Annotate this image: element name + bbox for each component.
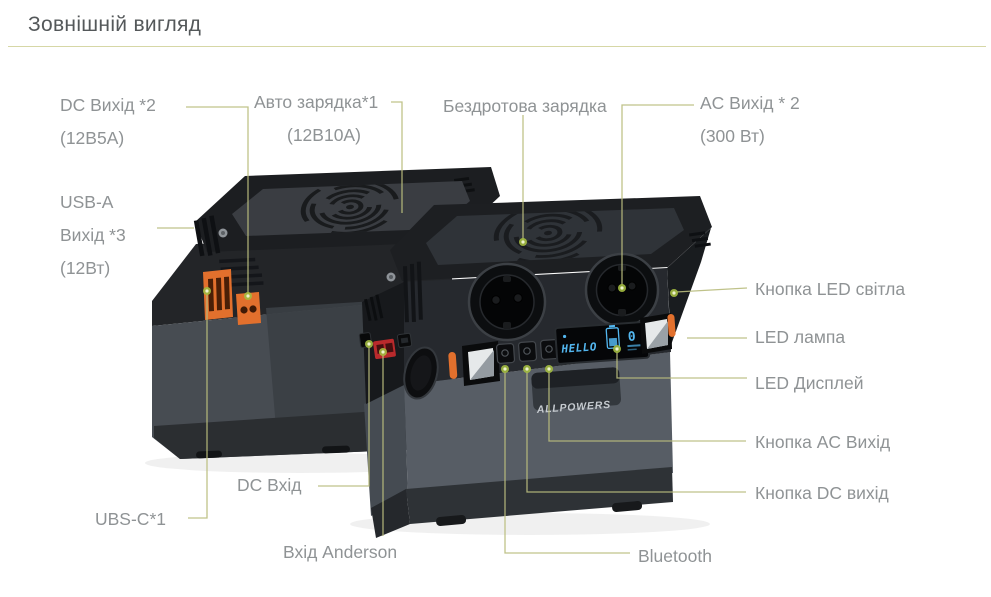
callout-dot [379, 348, 387, 356]
label-car-charge: Авто зарядка*1 (12В10А) [254, 92, 379, 145]
label-bluetooth: Bluetooth [638, 546, 712, 566]
led-lamp-left [462, 341, 500, 386]
led-light-button [667, 313, 676, 337]
brand-logo: ALLPOWERS [535, 399, 611, 416]
label-led-display: LED Дисплей [755, 373, 864, 393]
led-lamp-right [640, 313, 672, 354]
car-port-cap [403, 346, 439, 400]
callout-dot [613, 345, 621, 353]
control-buttons [495, 338, 560, 364]
callout-dot [618, 284, 626, 292]
label-dc-output: DC Вихід *2 (12В5А) [60, 95, 156, 148]
handle-recess [531, 367, 622, 411]
wireless-swirl-back-icon [300, 181, 400, 235]
ac-outlet-left [467, 262, 547, 342]
callout-dot [244, 292, 252, 300]
callout-dots [203, 238, 678, 373]
label-ac-button: Кнопка AC Вихід [755, 432, 891, 452]
title-divider [8, 46, 986, 47]
label-dc-input: DC Вхід [237, 475, 302, 495]
callout-dot [670, 289, 678, 297]
label-usb-c: UBS-C*1 [95, 509, 166, 529]
callout-lines [157, 101, 748, 554]
callout-dot [545, 365, 553, 373]
vent-slats-front-side [364, 294, 384, 321]
callout-dot [365, 340, 373, 348]
label-led-lamp: LED лампа [755, 327, 846, 347]
dc-output-panel [236, 292, 261, 325]
label-anderson-input: Вхід Anderson [283, 542, 398, 562]
callout-dot [203, 287, 211, 295]
callout-dot [519, 238, 527, 246]
label-usb-a-output: USB-A Вихід *3 (12Вт) [60, 192, 126, 278]
label-led-light-button: Кнопка LED світла [755, 279, 906, 299]
display-greeting-text: HELLO [560, 340, 597, 356]
usb-a-output-panel [203, 269, 233, 320]
led-display-screen: HELLO 0 [554, 320, 651, 365]
label-dc-button: Кнопка DC вихід [755, 483, 889, 503]
callout-dot [523, 365, 531, 373]
vent-slats-back-lid [193, 215, 221, 257]
usb-c-port [396, 332, 413, 349]
page-title: Зовнішній вигляд [28, 13, 202, 36]
power-station-front: HELLO 0 [358, 196, 712, 538]
label-wireless-charge: Бездротова зарядка [443, 96, 607, 116]
callout-dot [501, 365, 509, 373]
label-ac-output: AC Вихід * 2 (300 Вт) [700, 93, 800, 146]
vent-slats-front-band [402, 261, 423, 323]
orange-slider-left [448, 351, 458, 379]
display-value-text: 0 [627, 330, 636, 346]
